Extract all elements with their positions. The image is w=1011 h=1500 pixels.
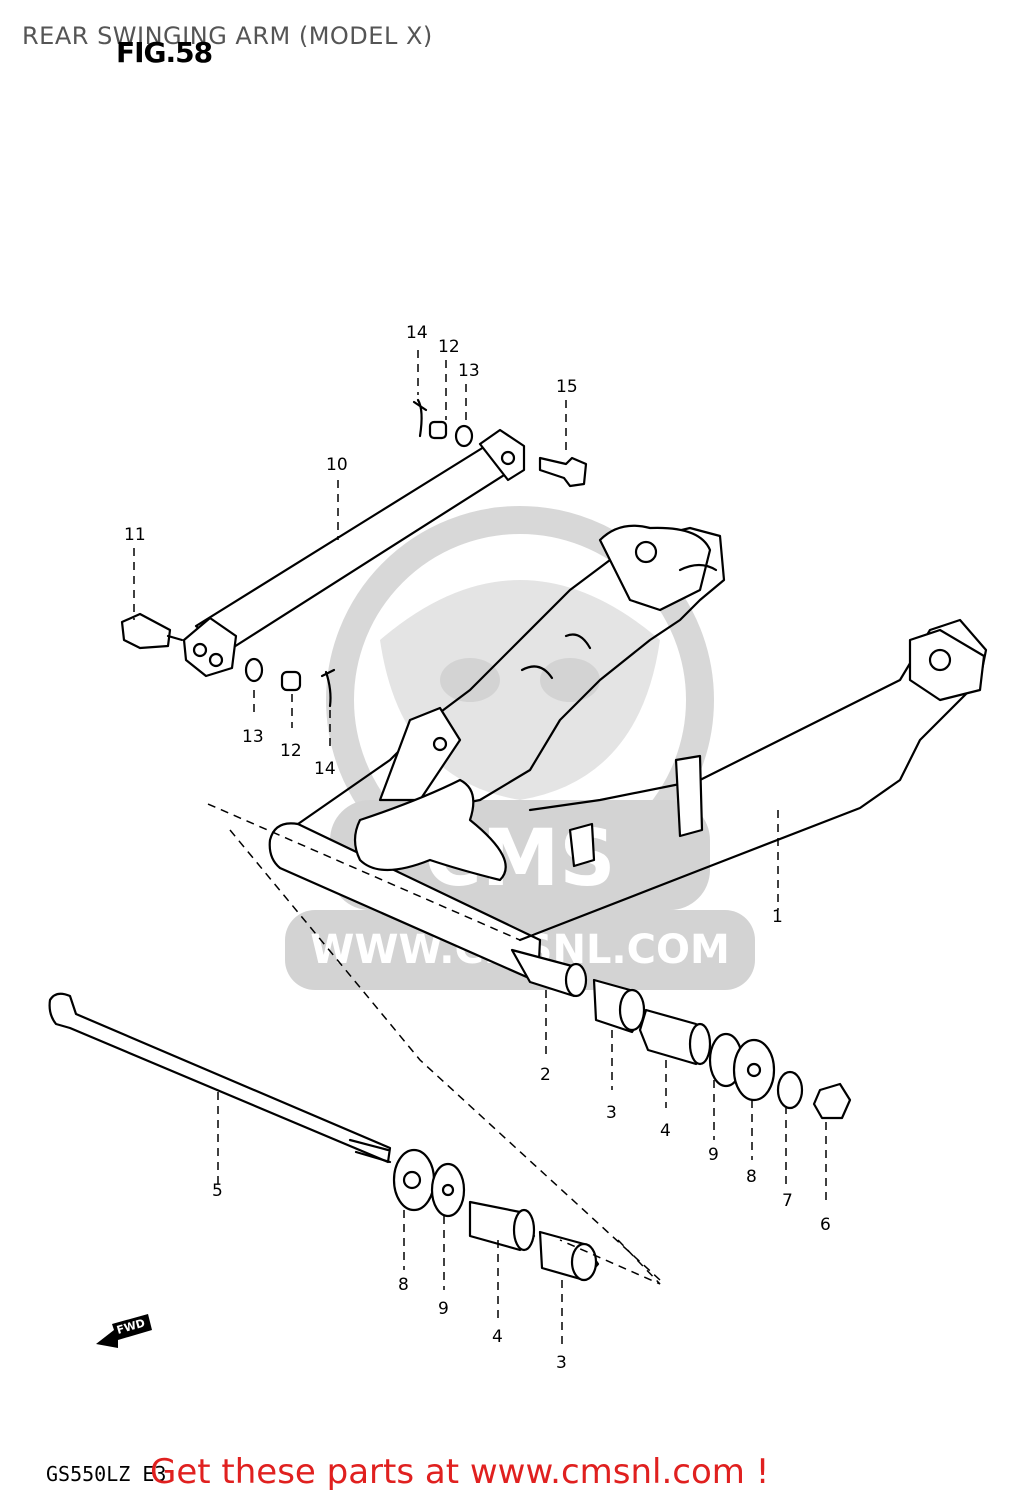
leader-lines — [133, 350, 827, 1346]
callout-3: 3 — [606, 1103, 617, 1123]
parts-12-13-14-lower — [244, 657, 336, 708]
callout-14: 14 — [314, 759, 336, 779]
callout-4: 4 — [660, 1121, 671, 1141]
part-11-bolt — [120, 612, 184, 650]
callout-6: 6 — [820, 1215, 831, 1235]
callout-12: 12 — [438, 337, 460, 357]
fwd-arrow-icon: FWD — [96, 1314, 152, 1348]
parts-link-banner[interactable]: Get these parts at www.cmsnl.com ! — [150, 1452, 770, 1492]
callout-4: 4 — [492, 1327, 503, 1347]
callout-5: 5 — [212, 1181, 223, 1201]
callout-labels: 14 12 13 15 10 11 13 12 14 1 2 3 4 9 8 7… — [124, 323, 831, 1373]
part-3-bearing-lower — [538, 1230, 600, 1282]
page-title: REAR SWINGING ARM (MODEL X) — [22, 22, 433, 50]
part-1-swinging-arm — [268, 524, 988, 984]
part-4-spacer-upper — [638, 1008, 712, 1066]
parts-12-13-14-upper — [412, 398, 474, 448]
callout-3: 3 — [556, 1353, 567, 1373]
callout-2: 2 — [540, 1065, 551, 1085]
part-15-bolt — [538, 456, 588, 488]
part-4-spacer-lower — [468, 1200, 536, 1252]
callout-13: 13 — [458, 361, 480, 381]
callout-7: 7 — [782, 1191, 793, 1211]
callout-9: 9 — [438, 1299, 449, 1319]
callout-14: 14 — [406, 323, 428, 343]
part-2-spacer — [510, 948, 588, 998]
callout-9: 9 — [708, 1145, 719, 1165]
part-6-nut — [812, 1082, 852, 1120]
callout-10: 10 — [326, 455, 348, 475]
callout-12: 12 — [280, 741, 302, 761]
part-5-pivot-shaft — [48, 992, 392, 1164]
callout-15: 15 — [556, 377, 578, 397]
part-9-washer-lower — [430, 1162, 466, 1218]
model-code: GS550LZ E3 — [46, 1462, 167, 1486]
part-8-washer-lower — [392, 1148, 436, 1212]
callout-8: 8 — [398, 1275, 409, 1295]
callout-11: 11 — [124, 525, 146, 545]
callout-8: 8 — [746, 1167, 757, 1187]
callout-1: 1 — [772, 907, 783, 927]
callout-13: 13 — [242, 727, 264, 747]
figure-label: FIG.58 — [116, 36, 213, 69]
part-9-8-washers-upper — [708, 1032, 776, 1102]
part-7-washer — [776, 1070, 804, 1110]
part-3-bearing-upper — [592, 978, 646, 1034]
part-10-torque-rod — [182, 428, 526, 678]
